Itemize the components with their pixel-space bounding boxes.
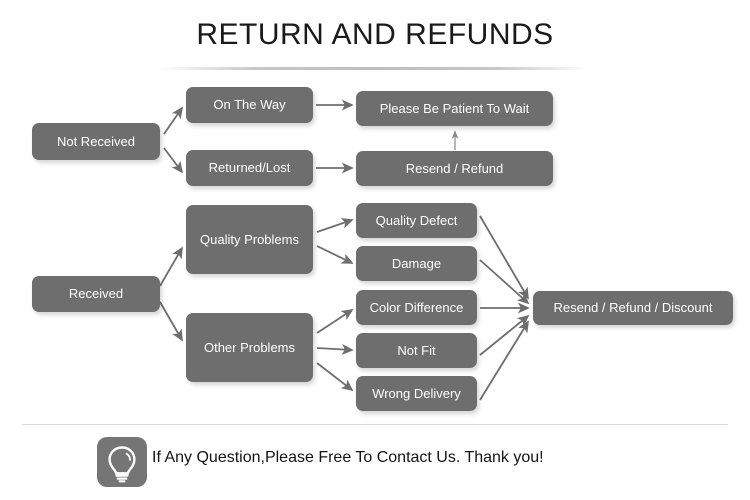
- node-not-received[interactable]: Not Received: [32, 123, 160, 160]
- node-color-difference[interactable]: Color Difference: [356, 290, 477, 325]
- node-received[interactable]: Received: [32, 276, 160, 312]
- footer-divider: [22, 424, 728, 425]
- node-wrong-delivery[interactable]: Wrong Delivery: [356, 376, 477, 411]
- node-quality-defect[interactable]: Quality Defect: [356, 203, 477, 238]
- node-resend-refund-discount[interactable]: Resend / Refund / Discount: [533, 291, 733, 325]
- footer-text: If Any Question,Please Free To Contact U…: [152, 449, 544, 466]
- node-returned-lost[interactable]: Returned/Lost: [186, 150, 313, 186]
- node-quality-problems[interactable]: Quality Problems: [186, 205, 313, 274]
- node-damage[interactable]: Damage: [356, 246, 477, 281]
- title-divider: [160, 67, 590, 70]
- node-on-the-way[interactable]: On The Way: [186, 87, 313, 123]
- footer: [0, 424, 750, 500]
- node-not-fit[interactable]: Not Fit: [356, 333, 477, 368]
- node-please-be-patient-to-wait[interactable]: Please Be Patient To Wait: [356, 91, 553, 126]
- node-resend-refund[interactable]: Resend / Refund: [356, 151, 553, 186]
- node-other-problems[interactable]: Other Problems: [186, 313, 313, 382]
- page-title: RETURN AND REFUNDS: [196, 18, 554, 51]
- lightbulb-icon: [97, 437, 147, 487]
